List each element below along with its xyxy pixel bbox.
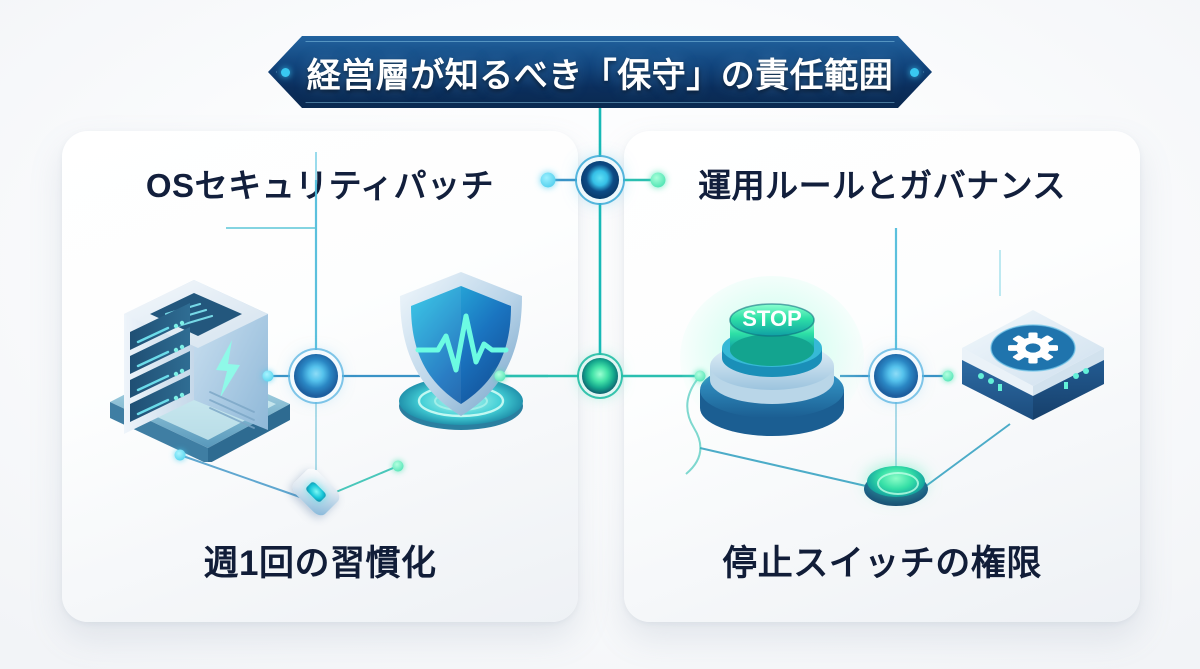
- stop-link-dot: [694, 370, 706, 382]
- banner-dot-left-icon: [281, 67, 290, 77]
- card-footer-right: 停止スイッチの権限: [722, 544, 1042, 583]
- hub-node-top: [581, 161, 619, 199]
- green-puck-node-icon: [864, 464, 928, 508]
- banner-body: [268, 36, 932, 108]
- left-lower-dot: [392, 460, 404, 472]
- title-banner: 経営層が知るべき「保守」の責任範囲: [263, 31, 937, 113]
- ring-node-left-card: [294, 354, 338, 398]
- card-footer-left: 週1回の習慣化: [203, 544, 437, 583]
- card-title-right: 運用ルールとガバナンス: [698, 167, 1066, 204]
- shield-link-dot: [494, 370, 506, 382]
- banner-inner-outline: [276, 41, 924, 103]
- banner-dot-right-icon: [910, 67, 919, 77]
- chip-node-icon: [285, 465, 347, 519]
- hub-dot-right: [650, 172, 666, 188]
- stop-button-icon: STOP: [672, 258, 872, 458]
- card-title-left: OSセキュリティパッチ: [145, 167, 495, 204]
- shield-pulse-icon: [366, 258, 556, 448]
- hub-node-middle: [582, 358, 618, 394]
- server-rack-icon: [92, 252, 312, 462]
- server-link-dot: [262, 370, 274, 382]
- hub-dot-left: [540, 172, 556, 188]
- page-title: 経営層が知るべき「保守」の責任範囲: [306, 56, 894, 95]
- gear-box-icon: [948, 296, 1118, 426]
- gearbox-link-dot: [942, 370, 954, 382]
- ring-node-right-card: [874, 354, 918, 398]
- stop-button-label: STOP: [742, 306, 802, 331]
- server-lower-dot: [174, 449, 186, 461]
- puck-ring: [877, 472, 919, 495]
